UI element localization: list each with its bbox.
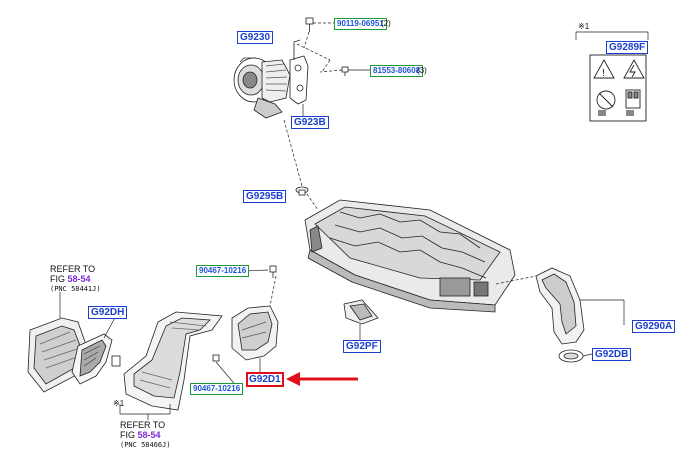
reference-fig-link[interactable]: 58-54	[137, 430, 161, 440]
part-label-g92pf[interactable]: G92PF	[343, 340, 381, 353]
reference-pnc: (PNC 58466J)	[120, 441, 171, 449]
hv-battery-assembly[interactable]	[304, 199, 516, 313]
bracket-g92pf[interactable]	[343, 299, 379, 325]
part-label-90467-b[interactable]: 90467-10216	[190, 383, 244, 395]
part-label-g92dh[interactable]: G92DH	[88, 306, 128, 319]
qty-81553: (3)	[417, 66, 427, 75]
reference-text: REFER TO	[120, 420, 166, 430]
reference-block-bottom: REFER TO FIG 58-54 (PNC 58466J)	[120, 420, 171, 450]
note-mark-bottom: ※1	[113, 399, 125, 408]
part-label-g92d1[interactable]: G92D1	[246, 372, 284, 387]
note-mark-top: ※1	[578, 22, 590, 31]
reference-pnc: (PNC 58441J)	[50, 285, 101, 293]
highlight-arrow	[286, 372, 358, 386]
duct-g92d1[interactable]	[231, 305, 279, 361]
part-label-g9290a[interactable]: G9290A	[632, 320, 676, 333]
bolt-icon[interactable]	[305, 17, 314, 32]
part-label-g92db[interactable]: G92DB	[592, 348, 632, 361]
warning-label-g9289f[interactable]: !	[575, 31, 649, 122]
reference-fig-prefix: FIG	[120, 430, 138, 440]
reference-block-top: REFER TO FIG 58-54 (PNC 58441J)	[50, 264, 101, 294]
reference-text: REFER TO	[50, 264, 96, 274]
reference-fig-prefix: FIG	[50, 274, 68, 284]
part-label-g9295b[interactable]: G9295B	[243, 190, 287, 203]
grommet[interactable]	[295, 186, 309, 196]
duct-g9290a[interactable]	[535, 267, 585, 345]
svg-text:!: !	[602, 68, 605, 79]
reference-fig-link[interactable]: 58-54	[67, 274, 91, 284]
qty-90119: (2)	[381, 19, 391, 28]
part-label-g923b[interactable]: G923B	[291, 116, 329, 129]
part-label-90467-a[interactable]: 90467-10216	[196, 265, 250, 277]
part-label-90119[interactable]: 90119-06951	[334, 18, 387, 30]
part-label-81553[interactable]: 81553-80608	[370, 65, 424, 77]
nut-icon-lower[interactable]	[212, 354, 220, 362]
blower-fan-assembly[interactable]	[233, 57, 291, 119]
part-label-g9289f[interactable]: G9289F	[606, 41, 649, 54]
nut-icon[interactable]	[269, 265, 277, 278]
bracket[interactable]	[289, 39, 309, 105]
center-duct-panel[interactable]	[123, 311, 223, 411]
ring-g92db[interactable]	[558, 349, 584, 363]
clip-icon[interactable]	[341, 66, 349, 76]
part-label-g9230[interactable]: G9230	[237, 31, 274, 44]
